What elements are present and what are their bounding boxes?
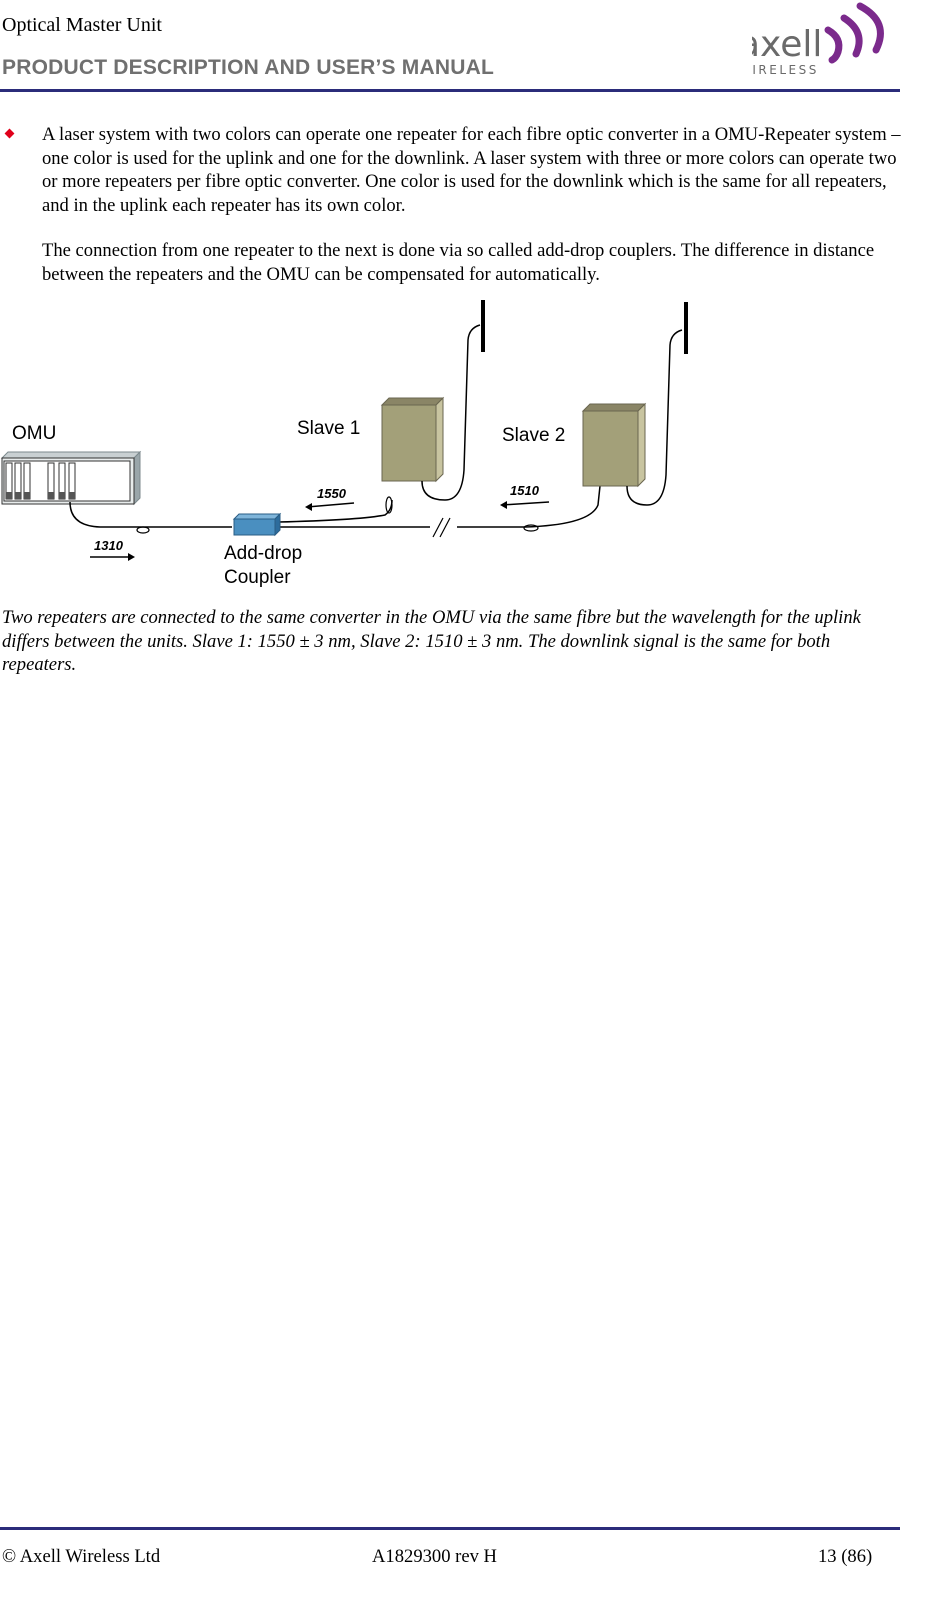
arrow-1550: [306, 502, 355, 508]
figure-caption: Two repeaters are connected to the same …: [2, 607, 861, 675]
fibre-omu-to-coupler: [69, 501, 232, 528]
slave1-antenna-cable: [421, 324, 481, 501]
logo-arc-large: [856, 2, 884, 54]
axell-wireless-logo: axell WIRELESS: [752, 2, 884, 77]
wavelength-1310-label: 1310: [94, 538, 124, 553]
wavelength-1550-label: 1550: [317, 486, 347, 501]
footer-rule: [0, 1527, 900, 1530]
fibre-to-slave2: [457, 485, 601, 528]
break-mark-1: [432, 517, 444, 538]
slave2-repeater: [581, 402, 647, 488]
logo-subtext: WIRELESS: [752, 63, 819, 77]
body-paragraph: The connection from one repeater to the …: [42, 240, 875, 285]
break-mark-2: [439, 517, 451, 538]
logo-wordmark: axell: [752, 24, 822, 65]
bullet-diamond-icon: [4, 128, 15, 139]
arrow-1510: [501, 501, 550, 506]
header-rule: [0, 89, 900, 92]
fibre-coupler-to-slave1: [277, 499, 393, 523]
slave1-repeater: [380, 396, 445, 483]
bullet-paragraph: A laser system with two colors can opera…: [42, 124, 901, 216]
fibre-loop-1: [136, 526, 150, 534]
fibre-loop-3: [523, 524, 539, 532]
repeater-diagram: OMU Add-drop Coupler Slave 1 1550 Slave …: [0, 300, 688, 588]
slave2-label: Slave 2: [502, 425, 565, 446]
coupler-label-line2: Coupler: [224, 567, 291, 588]
slave2-antenna-cable: [626, 329, 683, 506]
omu-rack: [0, 450, 142, 506]
logo-arc-medium: [840, 14, 863, 58]
slave1-label: Slave 1: [297, 418, 360, 439]
logo-arc-small: [824, 26, 843, 64]
header-manual-title: PRODUCT DESCRIPTION AND USER’S MANUAL: [2, 56, 494, 79]
fibre-loop-2: [385, 496, 393, 514]
footer-page-number: 13 (86): [818, 1546, 873, 1567]
footer-doc-number: A1829300 rev H: [372, 1546, 497, 1567]
add-drop-coupler: [232, 512, 282, 537]
wavelength-1510-label: 1510: [510, 483, 540, 498]
header-product-name: Optical Master Unit: [2, 14, 162, 36]
omu-label: OMU: [12, 423, 56, 444]
footer-copyright: © Axell Wireless Ltd: [2, 1546, 161, 1567]
coupler-label-line1: Add-drop: [224, 543, 302, 564]
